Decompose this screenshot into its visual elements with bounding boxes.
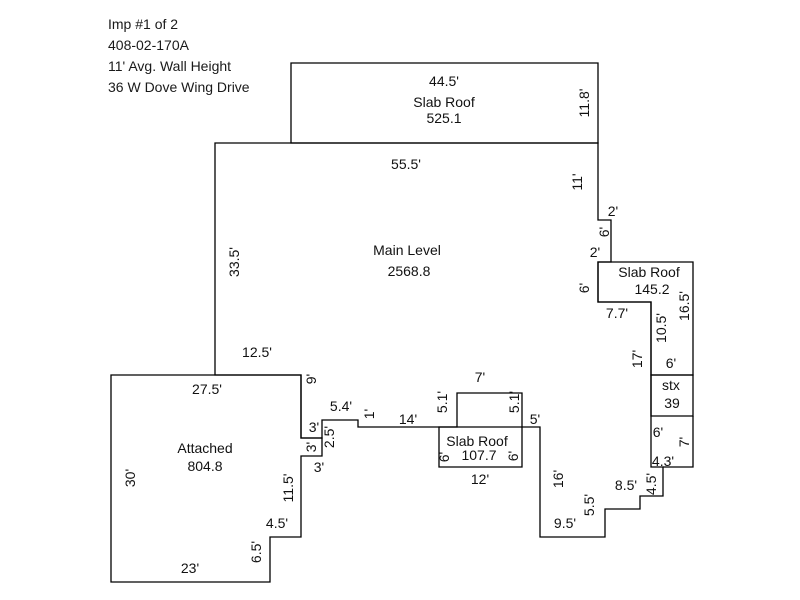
dim-label: 11.8' [576, 89, 592, 118]
dim-label: 2' [590, 244, 600, 260]
dim-label: 5' [530, 411, 540, 427]
dim-label: 2.5' [321, 426, 337, 448]
dim-label: 14' [399, 411, 417, 427]
dim-label: 5.1' [434, 391, 450, 413]
dim-label: 6' [576, 283, 592, 293]
attached-size: 804.8 [187, 458, 222, 474]
slab-roof-right-name: Slab Roof [618, 264, 680, 280]
attached-name: Attached [177, 440, 232, 456]
dim-label: 12' [471, 471, 489, 487]
dim-label: 3' [314, 459, 324, 475]
main-level-size: 2568.8 [388, 263, 431, 279]
dim-label: 6' [436, 452, 452, 462]
dim-label: 5.4' [330, 398, 352, 414]
dim-label: 7.7' [606, 305, 628, 321]
dim-label: 23' [181, 560, 199, 576]
dim-label: 1' [361, 409, 377, 419]
dim-label: 3' [309, 419, 319, 435]
slab-roof-top-name: Slab Roof [413, 94, 475, 110]
dim-label: 6.5' [248, 541, 264, 563]
dim-label: 17' [629, 350, 645, 368]
parcel-number: 408-02-170A [108, 37, 189, 53]
imp-number: Imp #1 of 2 [108, 16, 179, 32]
dim-label: 9' [303, 374, 319, 384]
dim-label: 4.5' [266, 515, 288, 531]
dim-label: 2' [608, 203, 618, 219]
dim-label: 4.5' [643, 473, 659, 495]
slab-roof-right-size: 145.2 [634, 281, 669, 297]
wall-height: 11' Avg. Wall Height [108, 58, 232, 74]
dim-label: 10.5' [653, 313, 669, 343]
stx-name: stx [662, 377, 680, 393]
dim-label: 8.5' [615, 477, 637, 493]
dim-label: 3' [303, 442, 319, 452]
dim-label: 16' [550, 470, 566, 488]
dim-label: 11.5' [280, 474, 296, 503]
dim-label: 27.5' [192, 381, 222, 397]
dim-label: 11' [569, 173, 585, 190]
dim-label: 6' [653, 424, 663, 440]
property-address: 36 W Dove Wing Drive [108, 79, 250, 95]
attached-outline [110, 374, 323, 583]
slab-roof-bottom-name: Slab Roof [446, 433, 508, 449]
dim-label: 6' [505, 451, 521, 461]
slab-roof-bottom-outline [438, 426, 523, 468]
dim-label: 7' [676, 437, 692, 447]
dim-label: 30' [122, 469, 138, 487]
slab-roof-top-size: 525.1 [426, 110, 461, 126]
dim-label: 16.5' [676, 291, 692, 321]
dim-label: 6' [666, 355, 676, 371]
dim-label: 4.3' [652, 453, 674, 469]
dim-label: 44.5' [429, 73, 459, 89]
dim-label: 7' [475, 369, 485, 385]
main-level-name: Main Level [373, 242, 441, 258]
dim-label: 6' [596, 227, 612, 237]
stx-size: 39 [664, 395, 680, 411]
slab-roof-bottom-size: 107.7 [461, 447, 496, 463]
dim-label: 55.5' [391, 156, 421, 172]
dim-label: 33.5' [226, 247, 242, 277]
dim-label: 9.5' [554, 515, 576, 531]
dim-label: 5.5' [581, 494, 597, 516]
dim-label: 12.5' [242, 344, 272, 360]
stx-lower-edge [663, 416, 694, 468]
dim-label: 5.1' [506, 391, 522, 413]
